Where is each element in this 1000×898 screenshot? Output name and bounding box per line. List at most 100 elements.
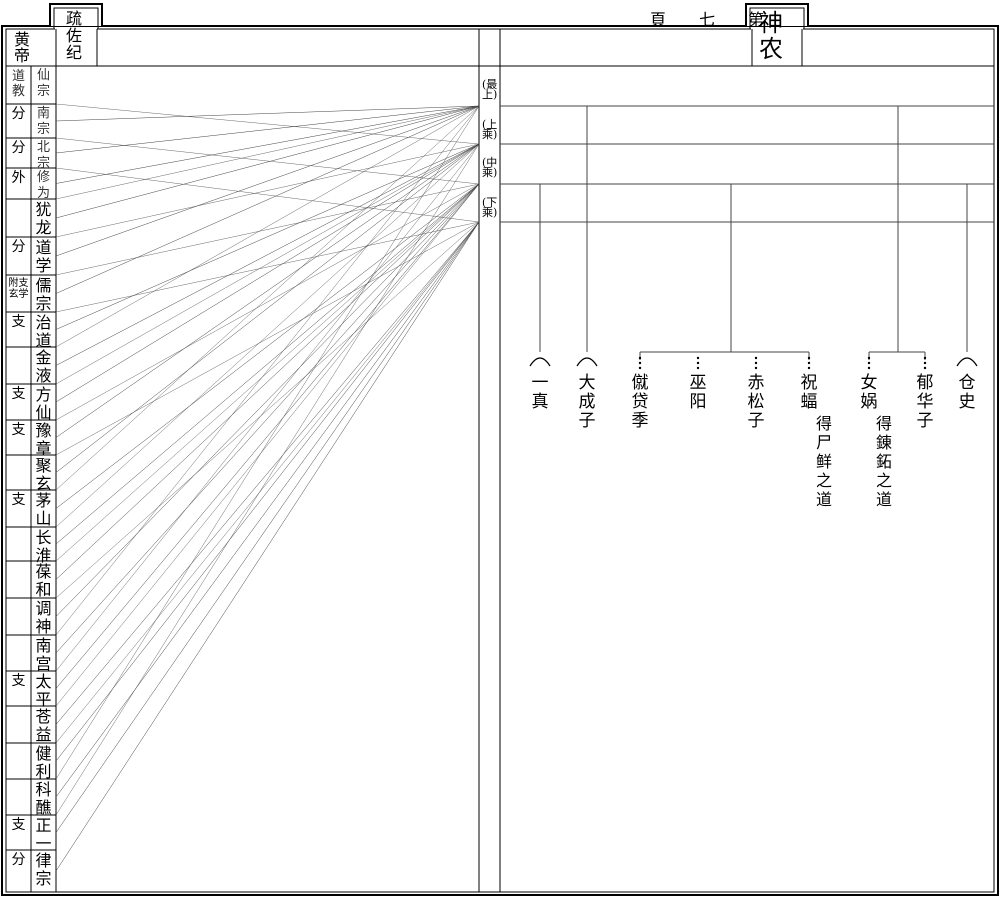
connector-line bbox=[55, 221, 480, 725]
connector-line bbox=[55, 221, 480, 798]
person-note: 得尸鲜之道 bbox=[815, 414, 832, 509]
person-name: 一真 bbox=[531, 373, 549, 412]
left-tab-title: 疏佐纪 bbox=[63, 10, 82, 61]
connector-line bbox=[55, 105, 480, 200]
connector-line bbox=[55, 105, 480, 154]
connector-line bbox=[55, 143, 480, 330]
school-category: 支 bbox=[11, 817, 26, 833]
school-row: 支茅山 bbox=[6, 490, 56, 528]
person-name: 女娲 bbox=[860, 373, 878, 412]
right-tab-title: 神农 bbox=[759, 9, 783, 63]
connector-line bbox=[55, 183, 480, 580]
school-name: 修为 bbox=[36, 170, 50, 201]
person-name: 僦贷季 bbox=[631, 373, 649, 431]
school-name: 太平 bbox=[35, 672, 52, 709]
dot-marker bbox=[923, 361, 927, 365]
school-name: 健利 bbox=[35, 744, 52, 781]
connector-line bbox=[55, 143, 480, 385]
connector-line bbox=[55, 183, 480, 545]
school-row: 支豫章 bbox=[6, 420, 56, 458]
connector-line bbox=[55, 183, 480, 421]
school-name: 茅山 bbox=[35, 491, 52, 528]
school-row: 附支玄学儒宗 bbox=[6, 275, 56, 313]
school-name: 律宗 bbox=[35, 851, 52, 888]
connector-line bbox=[55, 143, 480, 238]
school-row: 分律宗 bbox=[6, 850, 56, 892]
school-name: 正一 bbox=[35, 816, 52, 853]
connector-line bbox=[55, 143, 480, 403]
connector-line bbox=[55, 103, 480, 145]
connector-line bbox=[55, 221, 480, 833]
school-row: 分道学 bbox=[6, 237, 56, 275]
school-name: 南宗 bbox=[36, 106, 50, 137]
connector-line bbox=[55, 143, 480, 438]
connector-line bbox=[55, 183, 480, 654]
school-row: 支方仙 bbox=[6, 384, 56, 422]
school-row: 长淮 bbox=[6, 527, 56, 565]
school-row: 金液 bbox=[6, 347, 56, 385]
connector-line bbox=[55, 143, 480, 816]
school-row: 苍益 bbox=[6, 706, 56, 744]
school-row: 道教仙宗 bbox=[6, 66, 56, 104]
school-name: 长淮 bbox=[35, 528, 52, 565]
level-label: (最上) bbox=[482, 78, 498, 101]
school-name: 调神 bbox=[35, 599, 52, 636]
connector-line bbox=[55, 183, 480, 707]
school-row: 健利 bbox=[6, 743, 56, 781]
dot-marker bbox=[807, 356, 811, 360]
dot-marker bbox=[754, 361, 758, 365]
school-row: 聚玄 bbox=[6, 455, 56, 493]
school-category: 分 bbox=[11, 140, 26, 156]
school-name: 仙宗 bbox=[36, 68, 50, 99]
connector-line bbox=[55, 183, 480, 509]
dot-marker bbox=[638, 366, 642, 370]
school-name: 苍益 bbox=[35, 707, 52, 744]
connector-line bbox=[55, 105, 480, 184]
school-name: 豫章 bbox=[35, 421, 52, 458]
dot-marker bbox=[696, 361, 700, 365]
school-name: 道学 bbox=[35, 238, 52, 275]
person-name: 郁华子 bbox=[916, 373, 934, 431]
school-name: 方仙 bbox=[35, 385, 52, 422]
dot-marker bbox=[867, 361, 871, 365]
arc-marker bbox=[956, 357, 978, 367]
dot-marker bbox=[638, 361, 642, 365]
level-label: (上乘) bbox=[482, 118, 498, 141]
school-row: 分北宗 bbox=[6, 138, 56, 171]
connector-line bbox=[55, 221, 480, 872]
connector-line bbox=[55, 183, 480, 276]
connector-line bbox=[55, 105, 480, 122]
school-category: 外 bbox=[11, 170, 26, 186]
connector-line bbox=[55, 143, 480, 672]
dot-marker bbox=[754, 366, 758, 370]
person-name: 祝蝠 bbox=[800, 373, 818, 412]
connector-line bbox=[55, 143, 480, 528]
dot-marker bbox=[807, 366, 811, 370]
dot-marker bbox=[923, 366, 927, 370]
connector-line bbox=[55, 105, 480, 491]
connector-line bbox=[55, 183, 480, 562]
person-name: 赤松子 bbox=[747, 373, 765, 431]
dot-marker bbox=[696, 366, 700, 370]
school-row: 南宫 bbox=[6, 635, 56, 673]
page-number-label: 頁 七 第 bbox=[650, 10, 779, 29]
connector-line bbox=[55, 221, 480, 744]
dot-marker bbox=[807, 361, 811, 365]
person-note: 得錬鉐之道 bbox=[875, 414, 892, 509]
school-row: 调神 bbox=[6, 598, 56, 636]
school-name: 北宗 bbox=[36, 140, 50, 171]
school-category: 支 bbox=[11, 386, 26, 402]
school-row: 支太平 bbox=[6, 671, 56, 709]
school-category: 支 bbox=[11, 492, 26, 508]
dot-marker bbox=[867, 366, 871, 370]
connector-line bbox=[55, 105, 480, 348]
school-row: 分南宗 bbox=[6, 104, 56, 138]
school-row: 葆和 bbox=[6, 561, 56, 599]
school-name: 科醮 bbox=[35, 780, 52, 817]
connector-line bbox=[55, 221, 480, 762]
arc-marker bbox=[576, 357, 598, 367]
